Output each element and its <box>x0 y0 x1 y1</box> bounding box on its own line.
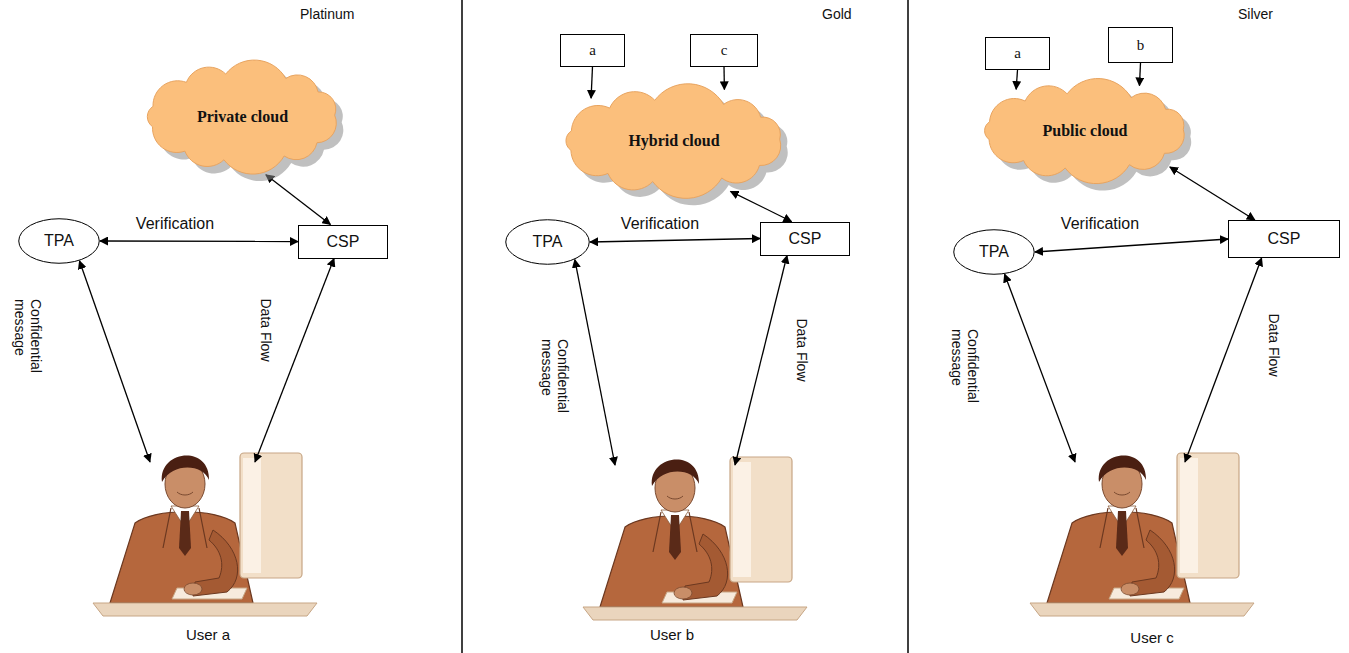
edge-label: Confidential message <box>12 299 44 391</box>
user-node: User b <box>590 465 790 645</box>
connector-arrow <box>575 260 615 465</box>
edge-label: Verification <box>136 215 214 233</box>
connector-arrow <box>100 240 298 242</box>
node-text: TPA <box>533 233 563 251</box>
node-text: b <box>1137 37 1145 54</box>
connector-arrow <box>1005 274 1075 462</box>
cloud-node: Private cloud <box>130 58 355 176</box>
csp-box: CSP <box>298 225 388 259</box>
tpa-ellipse: TPA <box>505 219 590 265</box>
user-figure <box>93 453 317 616</box>
node-text: Hybrid cloud <box>628 132 719 150</box>
edge-label: Data Flow <box>258 298 274 361</box>
connector-arrow <box>80 261 151 462</box>
connector-arrow <box>1035 239 1228 252</box>
connector-arrow <box>731 191 792 221</box>
user-box: a <box>560 34 625 67</box>
cloud-outline <box>147 60 336 174</box>
ellipse-outline <box>506 220 590 265</box>
ellipse-outline <box>19 219 100 264</box>
connector-arrow <box>723 67 725 90</box>
user-box: a <box>985 37 1050 70</box>
user-node: User a <box>100 462 300 645</box>
user-box: c <box>690 34 758 67</box>
user-node: User c <box>1040 462 1240 648</box>
node-text: CSP <box>789 230 822 248</box>
node-text: User b <box>650 626 694 645</box>
user-figure <box>1030 453 1254 616</box>
edge-label: Data Flow <box>794 318 810 381</box>
connector-arrow <box>1185 258 1262 462</box>
cloud-outline <box>566 84 781 199</box>
panel-divider <box>907 0 909 653</box>
edge-label: Data Flow <box>1266 313 1282 376</box>
tpa-ellipse: TPA <box>953 229 1035 275</box>
edge-label: Confidential message <box>949 329 981 421</box>
user-figure <box>583 457 807 620</box>
connector-arrow <box>266 175 331 225</box>
node-text: TPA <box>979 243 1009 261</box>
ellipse-outline <box>954 230 1034 275</box>
csp-box: CSP <box>760 222 850 256</box>
node-text: c <box>721 42 728 59</box>
node-text: a <box>1014 45 1021 62</box>
edge-label: Verification <box>1061 215 1139 233</box>
user-box: b <box>1108 27 1173 63</box>
tier-label: Silver <box>1238 6 1273 22</box>
csp-box: CSP <box>1228 220 1340 258</box>
node-text: User c <box>1130 629 1173 648</box>
connector-arrow <box>1170 167 1255 220</box>
connector-arrow <box>1016 70 1017 89</box>
tpa-ellipse: TPA <box>18 218 100 264</box>
node-text: CSP <box>1268 230 1301 248</box>
node-text: Public cloud <box>1043 122 1128 140</box>
node-text: Private cloud <box>197 108 288 126</box>
tier-label: Platinum <box>300 6 354 22</box>
connector-arrow <box>591 67 592 99</box>
connector-arrow <box>590 239 760 243</box>
connector-arrow <box>1139 63 1140 86</box>
node-text: a <box>589 42 596 59</box>
connector-arrow <box>255 259 334 463</box>
panel-divider <box>461 0 463 653</box>
cloud-node: Public cloud <box>965 80 1205 182</box>
node-text: TPA <box>44 232 74 250</box>
edge-label: Verification <box>621 215 699 233</box>
cloud-node: Hybrid cloud <box>545 85 803 197</box>
node-text: User a <box>186 626 230 645</box>
cloud-outline <box>985 79 1185 184</box>
tier-label: Gold <box>822 6 852 22</box>
edge-label: Confidential message <box>539 339 571 431</box>
node-text: CSP <box>327 233 360 251</box>
connector-arrow <box>735 256 787 466</box>
